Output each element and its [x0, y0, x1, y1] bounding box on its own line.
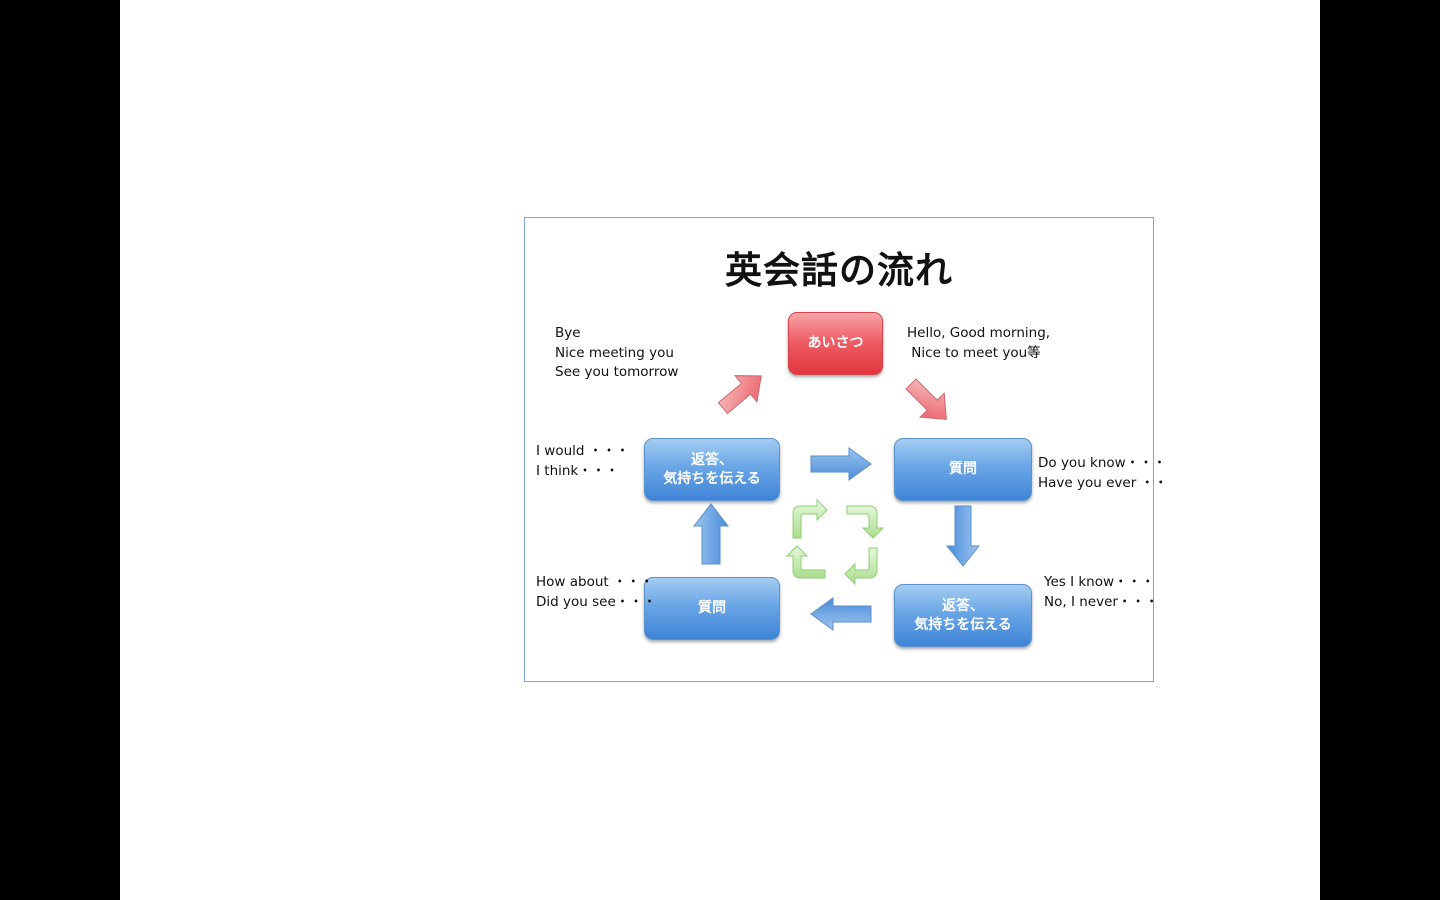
phrase-line: Bye: [555, 325, 581, 341]
slide: 英会話の流れ あいさつ 質問 返答、 気持ちを伝える 質問 返答、 気持ちを伝え…: [524, 217, 1168, 682]
farewell-phrases: Bye Nice meeting you See you tomorrow: [555, 324, 678, 383]
answer-node-left: 返答、 気持ちを伝える: [644, 438, 780, 501]
slide-title: 英会話の流れ: [725, 249, 953, 292]
arrow-up-icon: [692, 503, 730, 565]
phrase-line: See you tomorrow: [555, 364, 679, 380]
phrase-line: Nice to meet you等: [907, 344, 1041, 361]
suggestion-phrases: How about ・・・ Did you see・・・: [536, 573, 656, 612]
phrase-line: No, I never・・・: [1044, 593, 1159, 610]
arrow-up-right-icon: [717, 375, 762, 415]
arrow-left-icon: [810, 597, 872, 631]
phrase-line: Have you ever ・・: [1038, 474, 1168, 491]
cycle-icon: [785, 498, 885, 586]
question-phrases: Do you know・・・ Have you ever ・・: [1038, 454, 1168, 493]
phrase-line: Do you know・・・: [1038, 455, 1167, 471]
arrow-right-icon: [810, 447, 872, 481]
arrow-down-right-icon: [905, 378, 947, 420]
greeting-phrases: Hello, Good morning, Nice to meet you等: [907, 324, 1050, 363]
answer-node-right: 返答、 気持ちを伝える: [894, 584, 1032, 647]
arrow-down-icon: [945, 505, 981, 567]
document-page: 英会話の流れ あいさつ 質問 返答、 気持ちを伝える 質問 返答、 気持ちを伝え…: [120, 0, 1320, 900]
flow-arrows: [692, 375, 981, 631]
phrase-line: Hello, Good morning,: [907, 325, 1051, 341]
phrase-line: Nice meeting you: [555, 344, 674, 361]
phrase-line: I think・・・: [536, 462, 619, 479]
phrase-line: How about ・・・: [536, 574, 654, 590]
phrase-line: I would ・・・: [536, 443, 630, 459]
question-node-left: 質問: [644, 577, 780, 640]
opinion-phrases: I would ・・・ I think・・・: [536, 442, 629, 481]
question-node-right: 質問: [894, 438, 1032, 501]
phrase-line: Yes I know・・・: [1044, 574, 1155, 590]
reply-phrases: Yes I know・・・ No, I never・・・: [1044, 573, 1158, 612]
greeting-node: あいさつ: [788, 312, 883, 375]
phrase-line: Did you see・・・: [536, 593, 657, 610]
